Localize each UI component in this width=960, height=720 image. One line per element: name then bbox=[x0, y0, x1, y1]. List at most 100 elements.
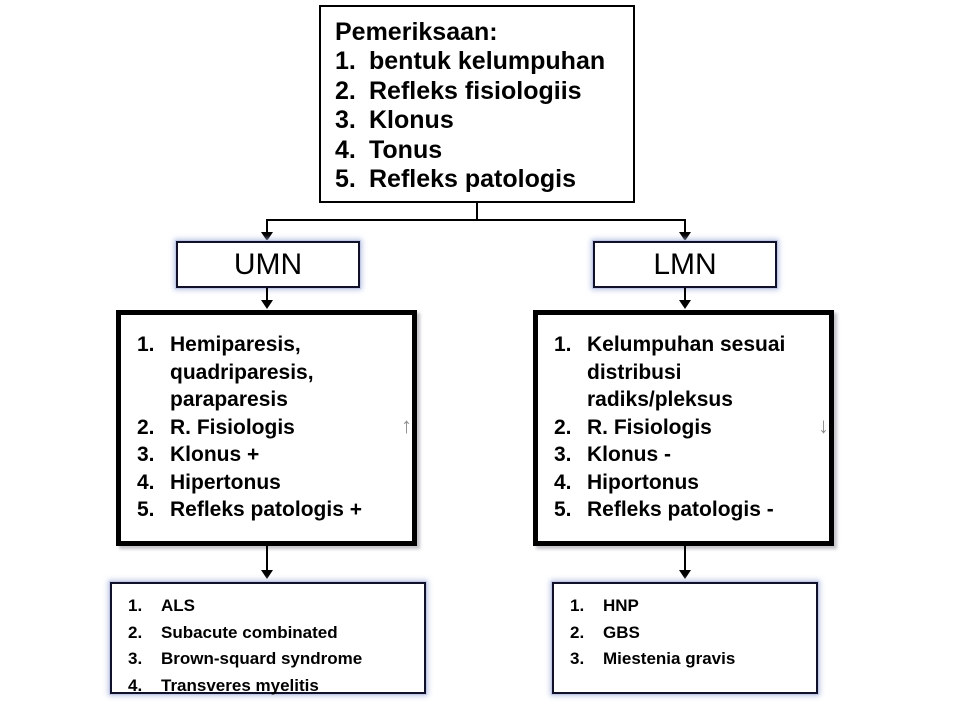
umn-findings-box: 1. Hemiparesis, quadriparesis, parapares… bbox=[116, 310, 417, 546]
list-item: 2. Refleks fisiologiis bbox=[335, 77, 633, 107]
list-item-text: Tonus bbox=[369, 135, 443, 164]
connector-drop-right bbox=[684, 219, 686, 233]
list-item: 3. Brown-squard syndrome bbox=[128, 646, 424, 673]
list-item-continuation: radiks/pleksus bbox=[587, 388, 733, 411]
arrowhead-down bbox=[679, 570, 691, 579]
list-item-text: Klonus - bbox=[587, 443, 671, 466]
list-item-number: 2. bbox=[335, 76, 356, 105]
lmn-node[interactable]: LMN bbox=[593, 241, 777, 288]
umn-findings-list: 1. Hemiparesis, quadriparesis, parapares… bbox=[137, 331, 412, 524]
lmn-findings-box: 1. Kelumpuhan sesuai distribusi radiks/p… bbox=[533, 310, 834, 546]
arrowhead-down bbox=[261, 300, 273, 309]
examination-box: Pemeriksaan: 1. bentuk kelumpuhan 2. Ref… bbox=[319, 5, 635, 203]
list-item-text: Hipertonus bbox=[170, 470, 281, 494]
list-item-continuation: paraparesis bbox=[170, 388, 288, 411]
connector-drop-left bbox=[266, 219, 268, 233]
list-item-number: 1. bbox=[137, 333, 155, 356]
arrowhead-down bbox=[261, 570, 273, 579]
list-item: 3. Klonus + bbox=[137, 441, 412, 469]
list-item-text: Hemiparesis, bbox=[170, 333, 301, 356]
list-item: 2. R. Fisiologis ↑ bbox=[137, 414, 412, 442]
lmn-findings-list: 1. Kelumpuhan sesuai distribusi radiks/p… bbox=[554, 331, 829, 524]
list-item: 4. Tonus bbox=[335, 136, 633, 166]
list-item-number: 2. bbox=[137, 415, 155, 439]
list-item-number: 1. bbox=[570, 596, 585, 615]
list-item: 3. Miestenia gravis bbox=[570, 646, 816, 673]
arrowhead-right bbox=[679, 232, 691, 241]
list-item-number: 4. bbox=[335, 135, 356, 164]
list-item-number: 1. bbox=[335, 47, 356, 75]
umn-diagnoses-box: 1. ALS 2. Subacute combinated 3. Brown-s… bbox=[110, 582, 426, 695]
list-item: 2. R. Fisiologis ↓ bbox=[554, 414, 829, 442]
list-item: 1. Kelumpuhan sesuai bbox=[554, 331, 829, 359]
list-item-continuation: quadriparesis, bbox=[170, 360, 314, 384]
list-item-text: Brown-squard syndrome bbox=[161, 649, 363, 668]
list-item-number: 4. bbox=[554, 470, 572, 494]
connector-spreader bbox=[266, 219, 684, 221]
list-item-text: R. Fisiologis bbox=[587, 415, 712, 439]
list-item: 4. Transveres myelitis bbox=[128, 673, 424, 700]
list-item: 4. Hiportonus bbox=[554, 469, 829, 497]
list-item-text: Miestenia gravis bbox=[603, 649, 736, 668]
list-item-number: 5. bbox=[137, 498, 155, 521]
list-item: 1. bentuk kelumpuhan bbox=[335, 47, 633, 77]
arrowhead-left bbox=[261, 232, 273, 241]
list-item-number: 1. bbox=[554, 333, 572, 356]
list-item-text: Refleks patologis - bbox=[587, 498, 774, 521]
list-item-number: 2. bbox=[128, 622, 143, 642]
list-item-number: 3. bbox=[335, 106, 356, 134]
list-item-number: 5. bbox=[554, 498, 572, 521]
list-item-text: Hiportonus bbox=[587, 470, 699, 494]
list-item: 1. HNP bbox=[570, 593, 816, 620]
list-item: 2. Subacute combinated bbox=[128, 620, 424, 647]
list-item-number: 2. bbox=[554, 415, 572, 439]
list-item: 3. Klonus bbox=[335, 106, 633, 136]
list-item-text: ALS bbox=[161, 596, 195, 615]
list-item-number: 5. bbox=[335, 165, 356, 193]
arrowhead-down bbox=[679, 300, 691, 309]
list-item-text: Refleks fisiologiis bbox=[369, 76, 582, 105]
list-item-text: GBS bbox=[603, 622, 640, 642]
list-item: 1. ALS bbox=[128, 593, 424, 620]
list-item-number: 1. bbox=[128, 596, 143, 615]
list-item-number: 2. bbox=[570, 622, 585, 642]
list-item-text: Subacute combinated bbox=[161, 622, 338, 642]
list-item-text: Klonus bbox=[369, 106, 454, 134]
connector-line bbox=[266, 546, 268, 571]
umn-node[interactable]: UMN bbox=[176, 241, 360, 288]
umn-diagnoses-list: 1. ALS 2. Subacute combinated 3. Brown-s… bbox=[128, 593, 424, 699]
connector-line bbox=[684, 546, 686, 571]
list-item-text: bentuk kelumpuhan bbox=[369, 47, 606, 75]
examination-list: 1. bentuk kelumpuhan 2. Refleks fisiolog… bbox=[335, 47, 633, 195]
list-item-continuation: distribusi bbox=[587, 360, 682, 384]
examination-heading: Pemeriksaan: bbox=[335, 18, 498, 46]
list-item-number: 3. bbox=[570, 649, 585, 668]
list-item-text: HNP bbox=[603, 596, 639, 615]
arrow-down-icon: ↓ bbox=[818, 412, 829, 438]
lmn-diagnoses-list: 1. HNP 2. GBS 3. Miestenia gravis bbox=[570, 593, 816, 673]
lmn-node-label: LMN bbox=[653, 247, 717, 281]
list-item-number: 4. bbox=[137, 470, 155, 494]
list-item: 5. Refleks patologis bbox=[335, 165, 633, 195]
list-item-number: 4. bbox=[128, 675, 143, 695]
connector-line bbox=[266, 288, 268, 302]
arrow-up-icon: ↑ bbox=[401, 412, 412, 438]
list-item: 4. Hipertonus bbox=[137, 469, 412, 497]
list-item-text: Refleks patologis + bbox=[170, 498, 362, 521]
list-item: 5. Refleks patologis + bbox=[137, 496, 412, 524]
list-item: 5. Refleks patologis - bbox=[554, 496, 829, 524]
list-item-text: Transveres myelitis bbox=[161, 675, 319, 695]
list-item: 3. Klonus - bbox=[554, 441, 829, 469]
list-item-text: R. Fisiologis bbox=[170, 415, 295, 439]
list-item: 1. Hemiparesis, bbox=[137, 331, 412, 359]
list-item-number: 3. bbox=[554, 443, 572, 466]
connector-line bbox=[684, 288, 686, 302]
list-item: 2. GBS bbox=[570, 620, 816, 647]
list-item-text: Klonus + bbox=[170, 443, 260, 466]
connector-stem bbox=[476, 203, 478, 221]
lmn-diagnoses-box: 1. HNP 2. GBS 3. Miestenia gravis bbox=[552, 582, 818, 694]
list-item-number: 3. bbox=[128, 649, 143, 668]
list-item-text: Kelumpuhan sesuai bbox=[587, 333, 786, 356]
list-item-text: Refleks patologis bbox=[369, 165, 576, 193]
